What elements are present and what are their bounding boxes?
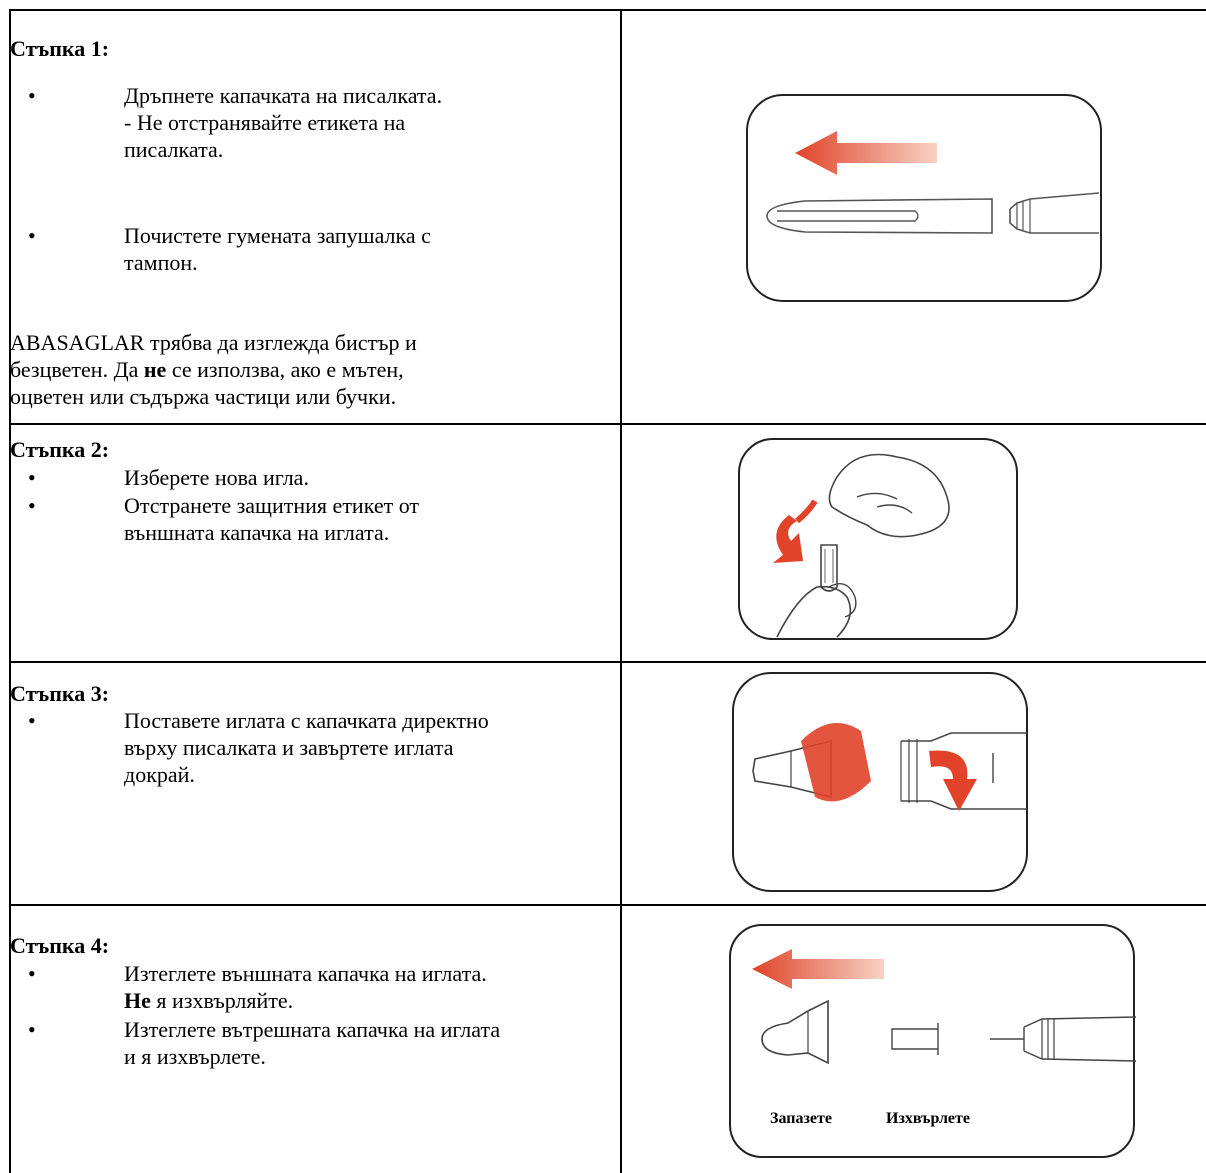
twist-ribbon-icon <box>801 723 871 802</box>
table-divider-col <box>620 9 622 1173</box>
step-4-illustration: Запазете Изхвърлете <box>729 924 1136 1158</box>
inner-cap-icon <box>891 1023 939 1055</box>
hand-bottom-icon <box>776 585 852 638</box>
table-border-left <box>9 9 11 1173</box>
bullet-text-bold: Не <box>124 988 151 1013</box>
bullet-text: писалката. <box>124 137 224 162</box>
outer-cap-icon <box>761 999 829 1065</box>
pen-needle-icon <box>990 1016 1136 1062</box>
arrow-left-icon <box>795 131 937 175</box>
bullet-text: тампон. <box>124 250 198 275</box>
bullet-text: върху писалката и завъртете иглата <box>124 735 454 760</box>
bullet-text: - Не отстранявайте етикета на <box>124 110 406 135</box>
hand-top-icon <box>828 453 950 538</box>
step-2-bullet-2: • Отстранете защитния етикет от външната… <box>28 492 618 552</box>
bullet-glyph: • <box>28 708 36 733</box>
rotate-arrow-icon <box>773 515 803 563</box>
bullet-glyph: • <box>28 961 36 986</box>
bullet-text: Отстранете защитния етикет от <box>124 493 420 518</box>
bullet-glyph: • <box>28 1017 36 1042</box>
step-3-title: Стъпка 3: <box>10 681 110 706</box>
arrow-left-icon <box>752 949 884 989</box>
bullet-text: Дръпнете капачката на писалката. <box>124 83 443 108</box>
bullet-text: външната капачка на иглата. <box>124 520 390 545</box>
bullet-glyph: • <box>28 83 36 108</box>
row-divider-1 <box>9 423 1206 425</box>
bullet-text: Поставете иглата с капачката директно <box>124 708 489 733</box>
step-4-illustration-frame: Запазете Изхвърлете <box>728 923 1136 1159</box>
caption-discard: Изхвърлете <box>886 1110 970 1127</box>
bullet-glyph: • <box>28 493 36 518</box>
bullet-text: докрай. <box>124 762 195 787</box>
step-1-note: ABASAGLAR трябва да изглежда бистър и бе… <box>10 330 417 409</box>
step-2-illustration <box>738 438 1018 640</box>
bullet-glyph: • <box>28 223 36 248</box>
step-1-bullet-1: • Дръпнете капачката на писалката. - Не … <box>28 82 618 172</box>
bullet-glyph: • <box>28 465 36 490</box>
row-divider-2 <box>9 661 1206 663</box>
pen-body-icon <box>901 732 1027 810</box>
step-4-bullet-2: • Изтеглете вътрешната капачка на иглата… <box>28 1016 618 1076</box>
rotate-arrow-icon <box>929 750 977 811</box>
bullet-text: Изтеглете външната капачка на иглата. <box>124 961 487 986</box>
step-3-bullet-1: • Поставете иглата с капачката директно … <box>28 707 618 797</box>
step-3-illustration <box>732 672 1028 892</box>
row-divider-3 <box>9 904 1206 906</box>
bullet-text: Почистете гумената запушалка с <box>124 223 431 248</box>
step-1-illustration <box>746 94 1102 302</box>
step-4-bullet-1: • Изтеглете външната капачка на иглата. … <box>28 960 618 1020</box>
step-2-bullet-1: • Изберете нова игла. <box>28 464 618 494</box>
bullet-text: Изберете нова игла. <box>124 465 309 490</box>
caption-keep: Запазете <box>770 1110 832 1127</box>
bullet-text: и я изхвърлете. <box>124 1044 266 1069</box>
bullet-text: я изхвърляйте. <box>150 988 294 1013</box>
bullet-text: Изтеглете вътрешната капачка на иглата <box>124 1017 501 1042</box>
step-1-bullet-2: • Почистете гумената запушалка с тампон. <box>28 222 618 282</box>
step-4-title: Стъпка 4: <box>10 933 110 958</box>
step-1-title: Стъпка 1: <box>10 36 110 61</box>
pen-cap-icon <box>766 198 993 234</box>
step-2-title: Стъпка 2: <box>10 437 110 462</box>
table-border-top <box>9 9 1206 11</box>
